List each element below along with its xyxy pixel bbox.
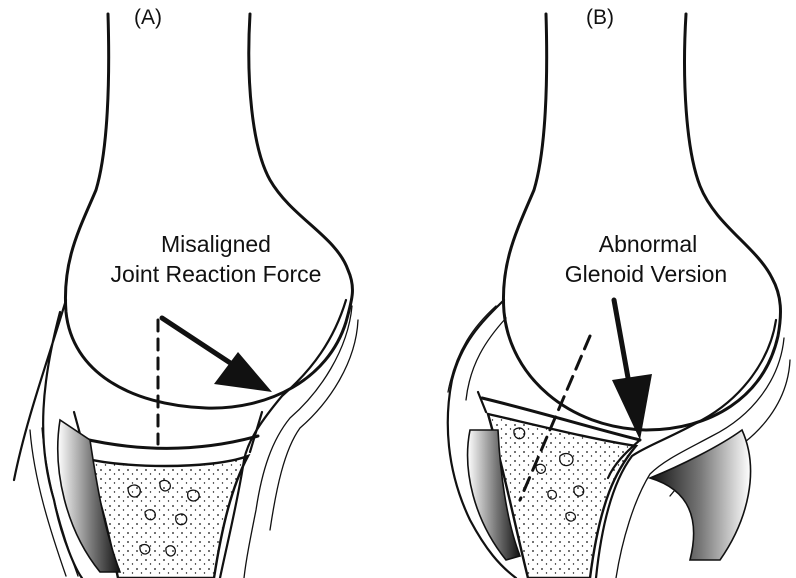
capsule-lines-right-a xyxy=(244,306,358,578)
capsule-right-a xyxy=(220,300,346,578)
glenoid-surface-a xyxy=(80,436,258,448)
muscle-right-b xyxy=(650,430,751,560)
humerus-b xyxy=(503,14,780,430)
panel-b-label: (B) xyxy=(586,6,614,29)
caption-b-line-1: Abnormal xyxy=(599,231,697,257)
capsule-lines-left-b xyxy=(448,306,506,400)
panel-a: (A) Misaligned Joint Reac xyxy=(14,6,358,578)
caption-a-line-2: Joint Reaction Force xyxy=(111,261,322,287)
panel-b: (B) Abnormal Glenoid Versio xyxy=(448,6,790,578)
caption-a-line-1: Misaligned xyxy=(161,231,271,257)
panel-a-label: (A) xyxy=(134,6,162,29)
caption-b-line-2: Glenoid Version xyxy=(565,261,727,287)
